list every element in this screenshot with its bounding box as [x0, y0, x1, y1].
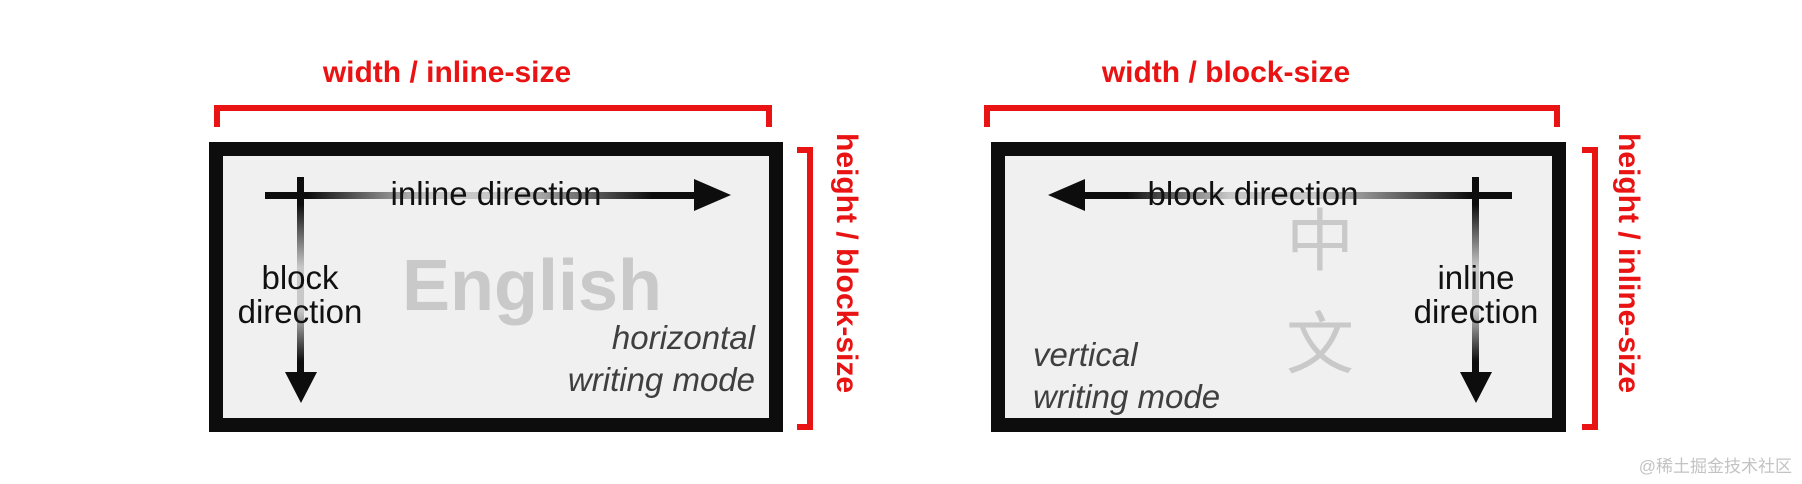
watermark: @稀土掘金技术社区 — [1638, 457, 1792, 476]
mode-caption-line2: writing mode — [567, 361, 755, 398]
height-measure-bracket — [1582, 147, 1598, 430]
mode-caption-line1: vertical — [1033, 336, 1138, 373]
inline-direction-label: inline direction — [1366, 261, 1586, 329]
width-block-size-label: width / block-size — [1101, 56, 1351, 89]
block-direction-label-line2: direction — [237, 293, 363, 330]
arrowhead-down-icon — [1460, 372, 1492, 403]
inline-direction-label: inline direction — [390, 175, 602, 212]
inline-direction-arrow-line — [265, 192, 695, 199]
height-block-size-label: height / block-size — [830, 133, 863, 394]
arrowhead-down-icon — [285, 372, 317, 403]
vertical-writing-mode-caption: vertical writing mode — [1033, 334, 1353, 418]
arrowhead-right-icon — [694, 179, 731, 211]
block-direction-arrow-line — [297, 177, 304, 373]
block-direction-label-line1: block — [261, 259, 339, 296]
arrowhead-left-icon — [1048, 179, 1085, 211]
mode-caption-line2: writing mode — [1033, 378, 1221, 415]
block-direction-arrow-line — [1084, 192, 1512, 199]
content-box — [209, 142, 783, 432]
ghost-chinese-char-2: 文 — [1285, 307, 1354, 383]
height-inline-size-label: height / inline-size — [1612, 133, 1645, 394]
block-direction-label: block direction — [1147, 175, 1359, 212]
width-inline-size-label: width / inline-size — [322, 56, 572, 89]
ghost-english-text: English — [401, 246, 662, 326]
width-measure-bracket — [984, 105, 1560, 127]
height-measure-bracket — [797, 147, 813, 430]
ghost-chinese-char-1: 中 — [1285, 204, 1354, 280]
block-direction-label: block direction — [190, 261, 410, 329]
mode-caption-line1: horizontal — [611, 319, 755, 356]
width-measure-bracket — [214, 105, 772, 127]
inline-direction-label-line2: direction — [1413, 293, 1539, 330]
horizontal-writing-mode-caption: horizontal writing mode — [455, 317, 755, 401]
inline-direction-label-line1: inline — [1437, 259, 1515, 296]
inline-direction-arrow-line — [1472, 177, 1479, 373]
